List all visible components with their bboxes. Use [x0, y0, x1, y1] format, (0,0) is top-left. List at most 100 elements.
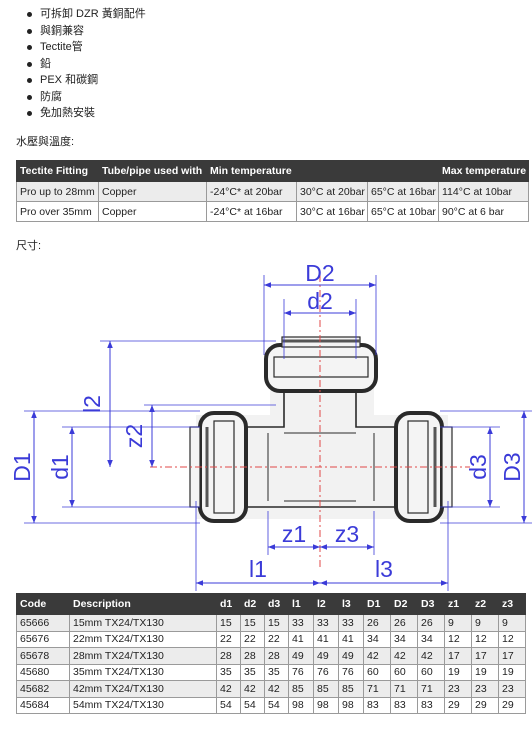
table-cell: 28 [216, 647, 241, 665]
table-cell: 42 [363, 647, 391, 665]
table-cell: 30°C at 20bar [296, 181, 368, 202]
table-cell: 17 [444, 647, 472, 665]
column-header: Min temperature [206, 160, 297, 182]
table-cell: 41 [338, 630, 364, 648]
table-cell: 22 [264, 630, 289, 648]
table-cell: Pro over 35mm [16, 201, 99, 222]
table-cell: 98 [313, 696, 339, 714]
table-cell: 54 [216, 696, 241, 714]
table-cell: 54 [264, 696, 289, 714]
label-D3: D3 [499, 452, 525, 481]
column-header: Code [16, 593, 70, 615]
table-cell: 9 [444, 614, 472, 632]
label-d2: d2 [307, 288, 333, 314]
table-cell: 76 [338, 663, 364, 681]
column-header: d1 [216, 593, 241, 615]
table-cell: 90°C at 6 bar [438, 201, 529, 222]
table-cell: 71 [363, 680, 391, 698]
table-cell: 83 [417, 696, 445, 714]
table-cell: 26 [390, 614, 418, 632]
table-cell: 85 [288, 680, 314, 698]
table-cell: 15 [216, 614, 241, 632]
label-D1: D1 [9, 452, 35, 481]
table-cell: 41 [288, 630, 314, 648]
table-cell: 26 [363, 614, 391, 632]
table-cell: 85 [338, 680, 364, 698]
table-cell: 98 [338, 696, 364, 714]
column-header: l2 [313, 593, 339, 615]
table-cell: 60 [390, 663, 418, 681]
label-D2: D2 [305, 260, 334, 286]
table-cell: 42 [216, 680, 241, 698]
table-cell: 28 [264, 647, 289, 665]
table-cell: 65676 [16, 630, 70, 648]
table-cell: 28mm TX24/TX130 [69, 647, 217, 665]
label-z1: z1 [282, 521, 306, 547]
table-cell: Copper [98, 181, 207, 202]
table-cell: 45684 [16, 696, 70, 714]
table-cell: 42 [390, 647, 418, 665]
table-cell: 65°C at 16bar [367, 181, 439, 202]
table-cell: 65678 [16, 647, 70, 665]
feature-item: PEX 和碳鋼 [27, 72, 146, 89]
column-header: D1 [363, 593, 391, 615]
top-union-nut [264, 336, 378, 393]
table-cell: 17 [498, 647, 526, 665]
table-cell: 85 [313, 680, 339, 698]
table-cell: 34 [363, 630, 391, 648]
column-header: z1 [444, 593, 472, 615]
feature-list: 可拆卸 DZR 黃銅配件 與銅兼容 Tectite管 鉛 PEX 和碳鋼 防腐 … [0, 6, 146, 122]
table-cell: 35mm TX24/TX130 [69, 663, 217, 681]
table-cell: 42 [264, 680, 289, 698]
column-header: d3 [264, 593, 289, 615]
label-d3: d3 [465, 454, 491, 480]
table-cell: 23 [444, 680, 472, 698]
table-cell: 23 [498, 680, 526, 698]
column-header [367, 160, 439, 182]
table-cell: 19 [444, 663, 472, 681]
column-header: Tube/pipe used with [98, 160, 207, 182]
column-header: z2 [471, 593, 499, 615]
table-cell: 22 [216, 630, 241, 648]
feature-item: 防腐 [27, 89, 146, 106]
dimensions-heading: 尺寸: [16, 240, 42, 252]
table-cell: 49 [288, 647, 314, 665]
table-cell: 71 [390, 680, 418, 698]
table-cell: 9 [471, 614, 499, 632]
table-cell: 42 [240, 680, 265, 698]
column-header: Max temperature [438, 160, 529, 182]
table-cell: 35 [240, 663, 265, 681]
table-cell: 42 [417, 647, 445, 665]
table-cell: 17 [471, 647, 499, 665]
table-cell: -24°C* at 20bar [206, 181, 297, 202]
table-cell: 30°C at 16bar [296, 201, 368, 222]
table-cell: 19 [498, 663, 526, 681]
table-cell: 35 [264, 663, 289, 681]
table-cell: 34 [417, 630, 445, 648]
pressure-heading: 水壓與溫度: [16, 136, 75, 148]
table-cell: 49 [313, 647, 339, 665]
feature-item: Tectite管 [27, 39, 146, 56]
table-cell: 12 [444, 630, 472, 648]
table-cell: 65666 [16, 614, 70, 632]
table-cell: 76 [313, 663, 339, 681]
table-cell: 35 [216, 663, 241, 681]
table-cell: 54 [240, 696, 265, 714]
table-cell: 45680 [16, 663, 70, 681]
table-cell: 42mm TX24/TX130 [69, 680, 217, 698]
table-cell: 98 [288, 696, 314, 714]
table-cell: 45682 [16, 680, 70, 698]
table-cell: 29 [498, 696, 526, 714]
table-cell: Copper [98, 201, 207, 222]
label-l1: l1 [249, 556, 267, 582]
tee-fitting-diagram: D2 d2 l2 z2 D1 d1 d3 D3 z1 z3 l1 l3 [9, 260, 532, 591]
column-header [296, 160, 368, 182]
label-d1: d1 [47, 454, 73, 480]
table-cell: 41 [313, 630, 339, 648]
